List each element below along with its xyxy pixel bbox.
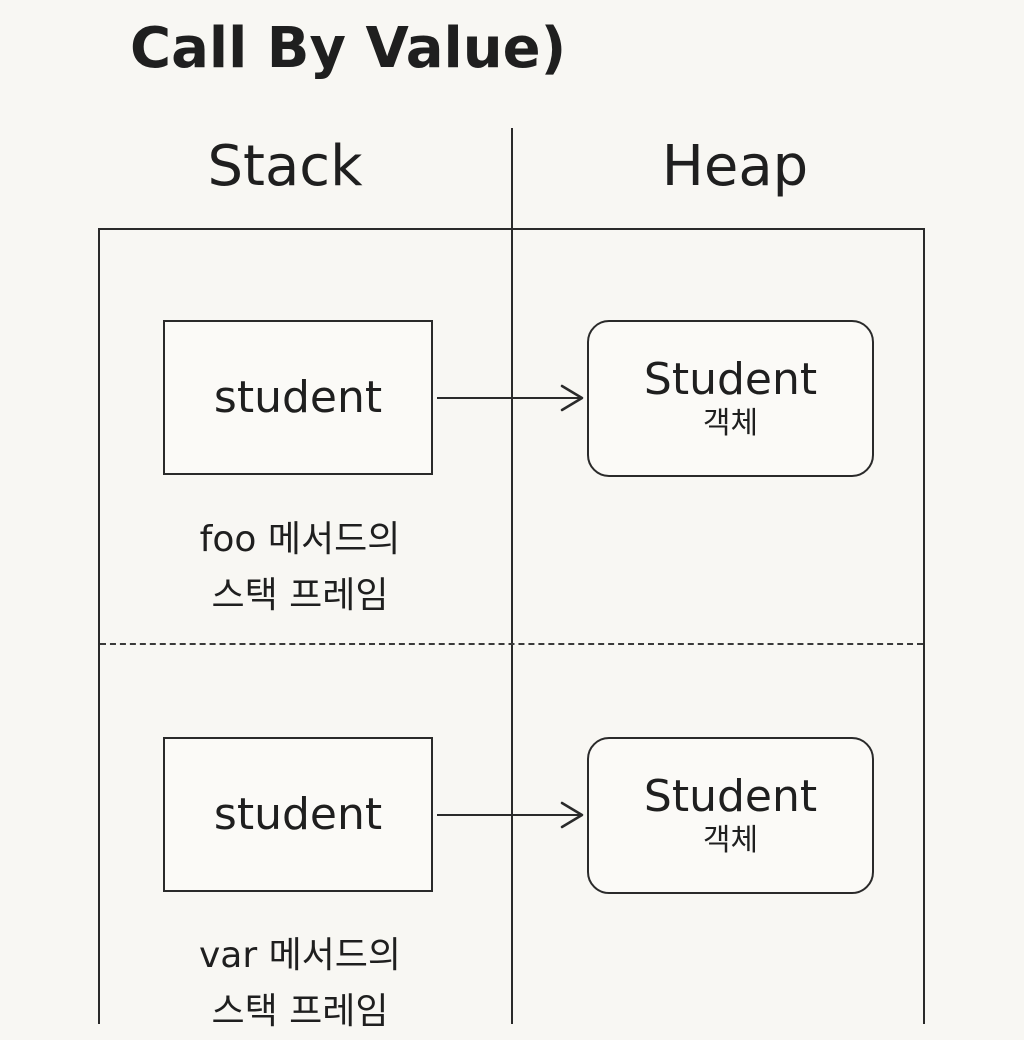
stack-frame-label-line2: 스택 프레임 bbox=[211, 575, 389, 616]
reference-arrow bbox=[437, 801, 584, 829]
stack-frame-label-line1: var 메서드의 bbox=[198, 935, 402, 976]
heap-column-header: Heap bbox=[661, 134, 809, 199]
diagram-title: Call By Value) bbox=[130, 16, 567, 81]
heap-object-name: Student bbox=[643, 353, 818, 405]
reference-arrow bbox=[437, 384, 584, 412]
heap-object-name: Student bbox=[643, 770, 818, 822]
stack-column-header: Stack bbox=[207, 134, 363, 199]
heap-object-subtitle: 객체 bbox=[702, 822, 759, 858]
frame-border-top bbox=[98, 228, 925, 230]
heap-object-box: Student 객체 bbox=[587, 737, 874, 894]
stack-variable-box: student bbox=[163, 737, 433, 892]
heap-object-subtitle: 객체 bbox=[702, 405, 759, 441]
frame-border-left bbox=[98, 228, 100, 1024]
stack-frame-label-line1: foo 메서드의 bbox=[199, 519, 401, 560]
frame-separator bbox=[100, 643, 923, 645]
stack-variable-label: student bbox=[213, 372, 383, 423]
stack-variable-box: student bbox=[163, 320, 433, 475]
frame-border-right bbox=[923, 228, 925, 1024]
heap-object-box: Student 객체 bbox=[587, 320, 874, 477]
stack-frame-label: foo 메서드의 스택 프레임 bbox=[150, 512, 450, 624]
stack-heap-divider bbox=[511, 128, 513, 1024]
stack-variable-label: student bbox=[213, 789, 383, 840]
